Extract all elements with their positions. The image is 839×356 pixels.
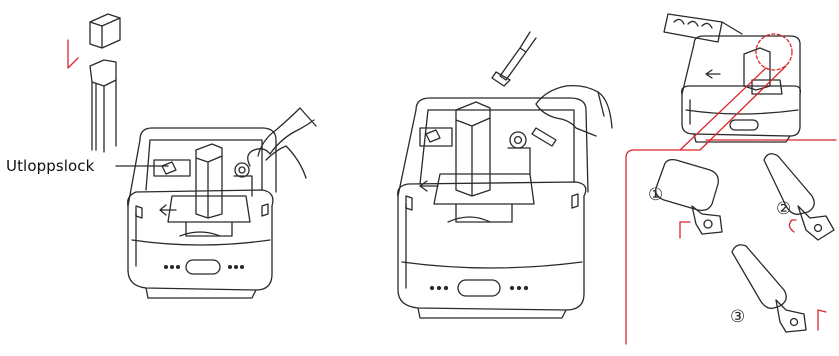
- panel-1-remove-cap: [68, 14, 316, 298]
- step-3-detail: [732, 245, 826, 332]
- step-3-label: ③: [730, 307, 745, 327]
- step-1-detail: [656, 160, 722, 238]
- up-arrow-icon: [680, 222, 690, 238]
- step-2-detail: [764, 154, 834, 240]
- detail-highlight-circle: [756, 34, 792, 70]
- step-1-label: ①: [648, 185, 663, 205]
- up-arrow-icon: [818, 310, 826, 330]
- step-2-label: ②: [776, 199, 791, 219]
- panel-2-insert-tube: [398, 32, 612, 318]
- tube-piece: [90, 60, 116, 152]
- machine-box-3: [664, 14, 800, 142]
- left-arrow-icon: [420, 181, 438, 191]
- hand-1: [248, 108, 316, 178]
- detail-connector: [626, 66, 836, 344]
- left-arrow-icon: [706, 70, 720, 78]
- down-arrow-icon: [68, 40, 78, 68]
- machine-box-1: [128, 128, 276, 298]
- left-arrow-icon: [160, 205, 176, 215]
- panel-3-tube-detail: [626, 14, 836, 344]
- outlet-cap-label: Utloppslock: [6, 157, 94, 175]
- cap-piece: [90, 14, 120, 48]
- curved-arrow-icon: [789, 220, 796, 232]
- outlet-tube-piece: [492, 32, 536, 86]
- machine-box-2: [398, 98, 588, 318]
